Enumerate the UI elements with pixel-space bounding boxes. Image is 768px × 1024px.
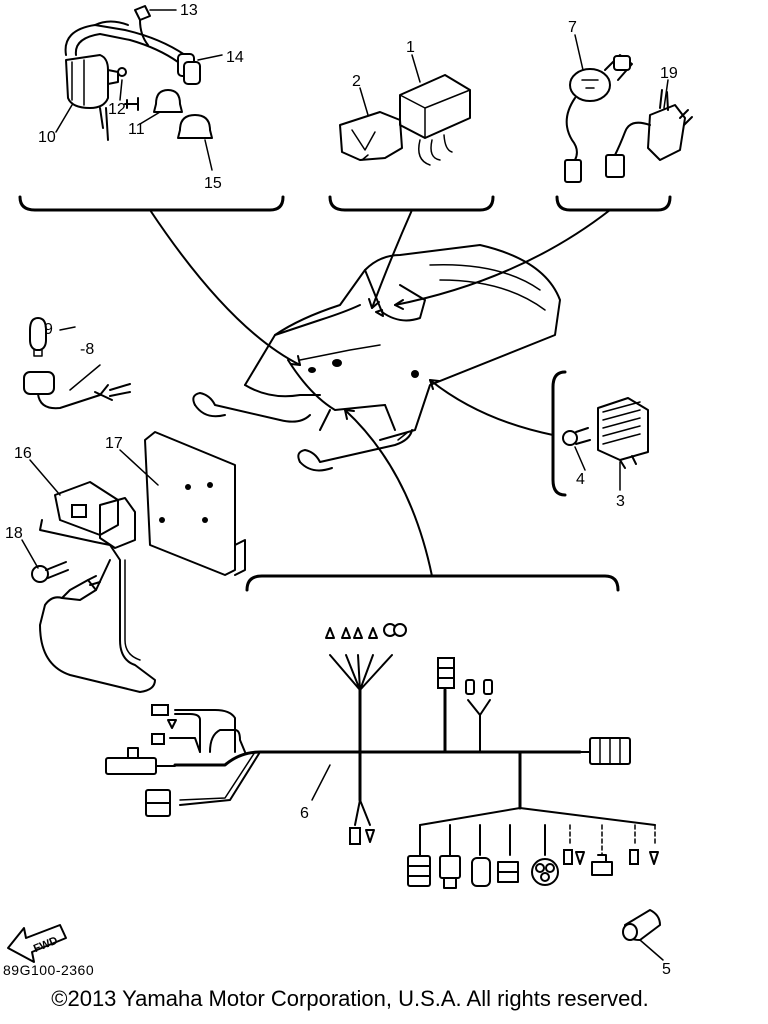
callout-11: 11 [128, 121, 145, 138]
bracket-ignition-group [18, 195, 285, 212]
rectifier-regulator [562, 397, 649, 469]
bulb-and-socket [23, 317, 131, 410]
fwd-label: FWD [32, 935, 60, 956]
callout-14: 14 [226, 49, 244, 66]
callout-leaders [21, 9, 669, 961]
callout-5: 5 [662, 961, 671, 978]
callout-8: -8 [80, 341, 94, 358]
callout-19: 19 [660, 65, 678, 82]
ignition-coil-assembly [64, 5, 213, 141]
bracket-harness-group [245, 574, 620, 592]
callout-18: 18 [5, 525, 23, 542]
bracket-rectifier-group [551, 370, 567, 497]
callout-9: 9 [44, 321, 53, 338]
callout-6: 6 [300, 805, 309, 822]
wire-harness [105, 623, 659, 889]
diagram-reference-code: 89G100-2360 [3, 962, 95, 978]
callout-16: 16 [14, 445, 32, 462]
callout-1: 1 [406, 39, 415, 56]
fuse-holder [622, 909, 661, 941]
mounting-plate [144, 431, 246, 576]
callout-3: 3 [616, 493, 625, 510]
callout-10: 10 [38, 129, 56, 146]
callout-13: 13 [180, 2, 198, 19]
callout-4: 4 [576, 471, 585, 488]
copyright-notice: ©2013 Yamaha Motor Corporation, U.S.A. A… [51, 986, 649, 1011]
callout-7: 7 [568, 19, 577, 36]
callout-12: 12 [108, 101, 126, 118]
bracket-switch-group [555, 195, 672, 212]
relay-harness-assembly [31, 481, 156, 693]
callout-2: 2 [352, 73, 361, 90]
callout-15: 15 [204, 175, 222, 192]
callout-17: 17 [105, 435, 123, 452]
callout-labels: 13 14 10 12 11 15 1 2 7 19 9 -8 16 17 18… [5, 2, 678, 978]
bracket-cdi-group [328, 195, 495, 212]
leader-lines [149, 209, 611, 577]
snowmobile-illustration [192, 244, 561, 472]
switch-assembly [564, 54, 693, 183]
cdi-unit-assembly [339, 74, 471, 166]
forward-direction-arrow: FWD [7, 924, 67, 963]
